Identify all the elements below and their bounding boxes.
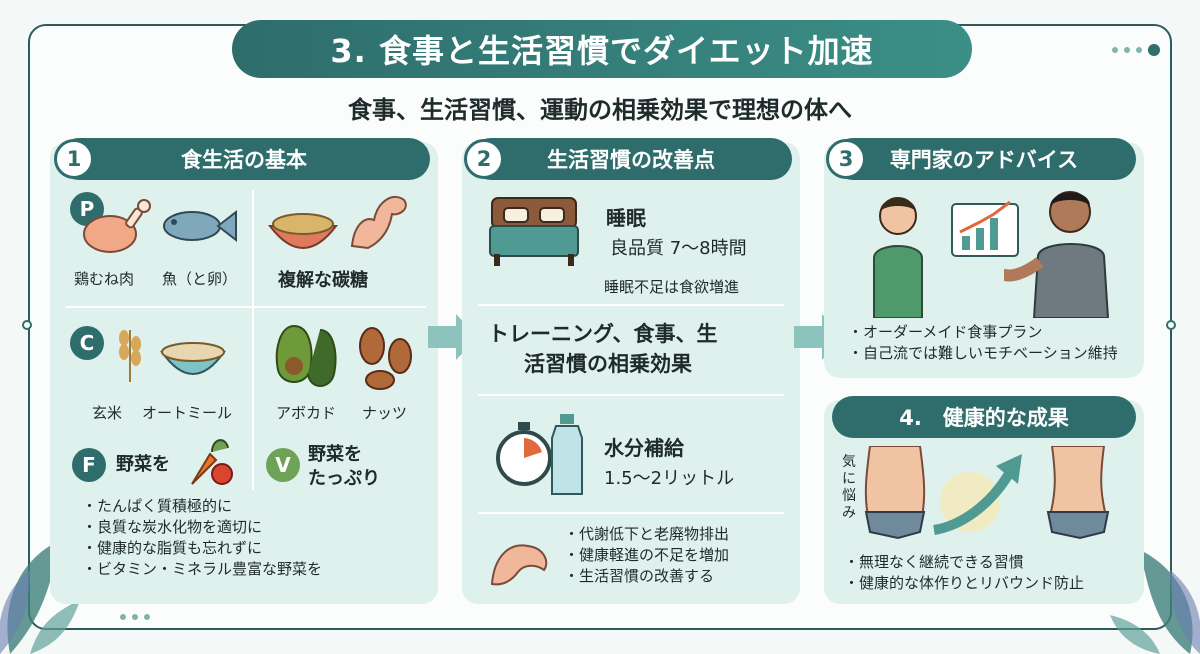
decorative-dots-bottom <box>120 614 150 620</box>
fish-icon <box>163 209 237 243</box>
panel2-divider-bottom <box>478 512 784 514</box>
list-item: 自己流では難しいモチベーション維持 <box>848 343 1118 364</box>
vitamin-label-line2: たっぷり <box>308 468 380 489</box>
panel3-heading: 専門家のアドバイス <box>832 138 1136 180</box>
water-title: 水分補給 <box>604 436 684 460</box>
oatmeal-bowl-icon <box>160 342 226 375</box>
wheat-icon <box>119 330 141 382</box>
frame-left-dot <box>22 320 32 330</box>
worry-label: 気に悩み <box>842 454 856 521</box>
noodle-bowl-icon <box>267 213 339 249</box>
panel4-heading: 4. 健康的な成果 <box>832 396 1136 438</box>
carb-label: 複解な碳糖 <box>278 270 368 291</box>
frame-right-dot <box>1166 320 1176 330</box>
carb-letter: C <box>70 326 104 360</box>
growth-chart-icon <box>951 200 1019 257</box>
arm-icon <box>490 544 548 586</box>
panel2-heading: 生活習慣の改善点 <box>470 138 792 180</box>
sleep-note: 睡眠不足は食欲増進 <box>604 278 740 296</box>
list-item: 良質な炭水化物を適切に <box>82 517 322 538</box>
progress-arrow-icon <box>933 454 1022 535</box>
protein-label-chicken: 鶏むね肉 <box>74 270 135 288</box>
fat-label-avocado: アボカド <box>276 404 337 422</box>
panel2-number: 2 <box>464 139 504 179</box>
synergy-text-line2: 活習慣の相乗効果 <box>524 352 692 376</box>
trainer-man-icon <box>1004 191 1110 318</box>
panel1-divider-vertical <box>252 190 254 490</box>
page-subtitle: 食事、生活習慣、運動の相乗効果で理想の体へ <box>348 96 852 124</box>
panel3-bullet-list: オーダーメイド食事プラン 自己流では難しいモチベーション維持 <box>848 322 1118 364</box>
sleep-detail: 良品質 7〜8時間 <box>610 238 747 259</box>
list-item: 代謝低下と老廃物排出 <box>564 524 729 545</box>
vitamin-letter: V <box>266 448 300 482</box>
list-item: たんぱく質積極的に <box>82 496 322 517</box>
page-title: 3. 食事と生活習慣でダイエット加速 <box>232 20 972 78</box>
vegetables-icon <box>191 439 233 485</box>
list-item: 無理なく継続できる習慣 <box>844 552 1084 573</box>
panel3-number: 3 <box>826 139 866 179</box>
panel2-bullet-list: 代謝低下と老廃物排出 健康軽進の不足を増加 生活習慣の改善する <box>564 524 729 587</box>
list-item: ビタミン・ミネラル豊富な野菜を <box>82 559 322 580</box>
sleep-title: 睡眠 <box>606 206 646 230</box>
stopwatch-icon <box>496 422 552 486</box>
panel2-divider-top <box>478 304 784 306</box>
fiber-letter: F <box>72 448 106 482</box>
leaf-decoration-left-icon <box>0 540 80 654</box>
list-item: オーダーメイド食事プラン <box>848 322 1118 343</box>
carb-label-oatmeal: オートミール <box>142 404 233 422</box>
protein-label-fish: 魚（と卵） <box>162 270 238 288</box>
list-item: 生活習慣の改善する <box>564 566 729 587</box>
client-woman-icon <box>873 197 923 318</box>
panel4-bullet-list: 無理なく継続できる習慣 健康的な体作りとリバウンド防止 <box>844 552 1084 594</box>
panel1-heading: 食生活の基本 <box>58 138 430 180</box>
nuts-icon <box>359 327 412 390</box>
after-body-icon <box>1046 446 1110 540</box>
bed-icon <box>489 197 579 266</box>
list-item: 健康的な体作りとリバウンド防止 <box>844 573 1084 594</box>
panel1-divider-horizontal <box>66 306 426 308</box>
before-body-icon <box>864 446 926 540</box>
fiber-label: 野菜を <box>116 454 170 475</box>
chicken-icon <box>83 199 151 253</box>
carb-label-rice: 玄米 <box>92 404 123 422</box>
synergy-text-line1: トレーニング、食事、生 <box>488 322 718 346</box>
fat-label-nuts: ナッツ <box>362 404 408 422</box>
vitamin-label-line1: 野菜を <box>308 444 362 465</box>
panel2-divider-middle <box>478 394 784 396</box>
list-item: 健康軽進の不足を増加 <box>564 545 729 566</box>
panel1-bullet-list: たんぱく質積極的に 良質な炭水化物を適切に 健康的な脂質も忘れずに ビタミン・ミ… <box>82 496 322 580</box>
water-bottle-icon <box>551 414 583 495</box>
list-item: 健康的な脂質も忘れずに <box>82 538 322 559</box>
water-detail: 1.5〜2リットル <box>604 468 735 489</box>
leaf-decoration-right-icon <box>1110 550 1200 654</box>
decorative-dots <box>1112 44 1160 56</box>
muscle-arm-icon <box>350 195 407 250</box>
avocado-icon <box>275 324 337 387</box>
panel1-number: 1 <box>54 139 94 179</box>
